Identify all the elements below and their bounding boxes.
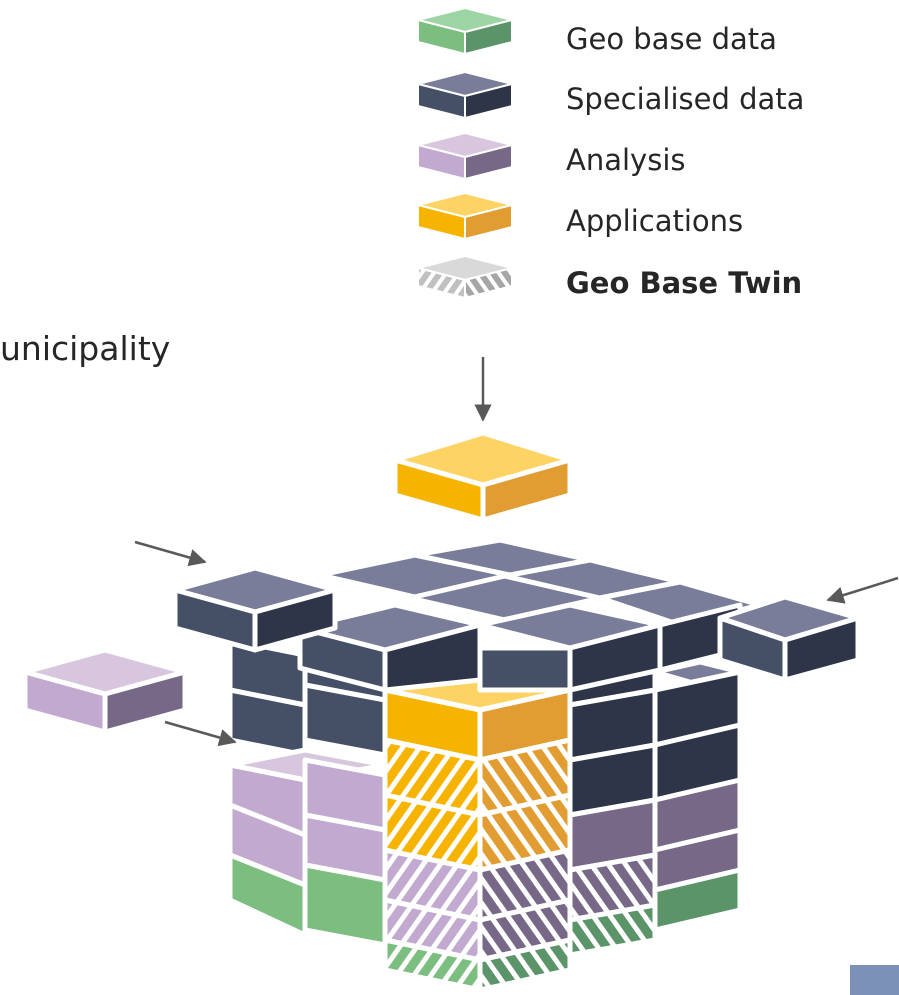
yellow-cube-icon	[417, 191, 513, 241]
corner-box	[850, 965, 899, 995]
legend: Geo base data Specialised data Analysis …	[417, 6, 804, 300]
arrows	[134, 357, 899, 747]
legend-label-geo-base-data: Geo base data	[566, 22, 777, 56]
legend-label-specialised-data: Specialised data	[566, 82, 804, 116]
arrow-right-icon	[134, 540, 207, 567]
loose-yellow-block	[392, 430, 573, 523]
legend-label-geo-base-twin: Geo Base Twin	[566, 266, 802, 300]
green-cube-icon	[417, 6, 513, 56]
arrow-left-icon	[826, 576, 899, 604]
loose-navy-block-left	[172, 565, 338, 653]
side-label: unicipality	[0, 329, 170, 368]
legend-label-applications: Applications	[566, 204, 743, 238]
hatched-cube-icon	[417, 254, 513, 300]
legend-label-analysis: Analysis	[566, 143, 685, 177]
loose-navy-block-right	[717, 594, 861, 683]
loose-purple-block	[22, 647, 188, 735]
navy-cube-icon	[417, 70, 513, 120]
data-cube	[227, 537, 763, 993]
purple-cube-icon	[417, 131, 513, 181]
arrow-right-icon	[164, 720, 237, 747]
